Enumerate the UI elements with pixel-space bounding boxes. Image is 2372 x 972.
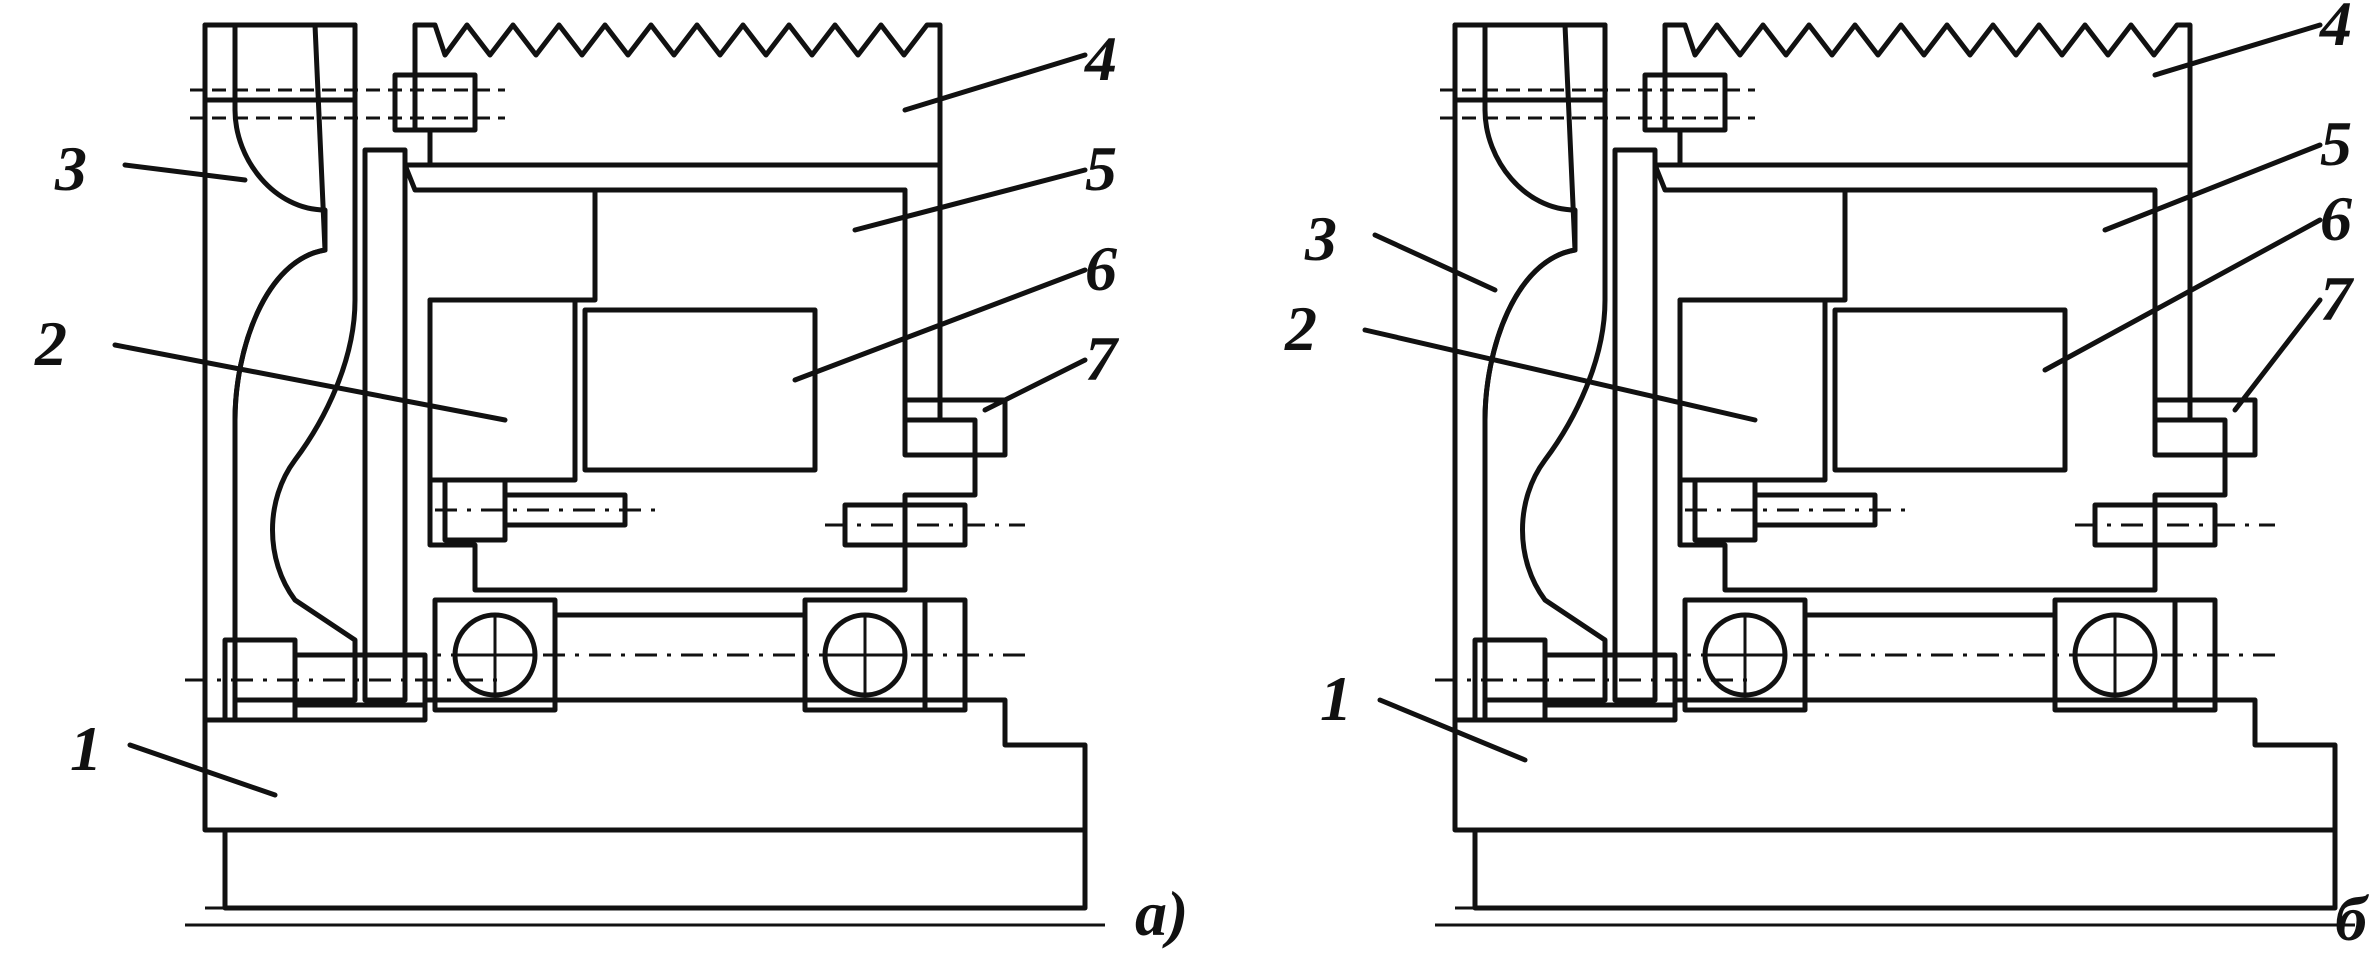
part-label-7: 7 <box>1085 323 1120 394</box>
part-label-4: 4 <box>1084 23 1117 94</box>
part-label-3: 3 <box>1304 203 1337 274</box>
part-label-7: 7 <box>2320 263 2355 334</box>
part-label-1: 1 <box>1320 663 1352 734</box>
clutch-drawing-b <box>1435 25 2355 925</box>
panel-a: 3 2 1 4 5 6 7 a) <box>34 23 1188 949</box>
part-label-2: 2 <box>34 308 67 379</box>
part-label-5: 5 <box>2320 108 2352 179</box>
part-label-2: 2 <box>1284 293 1317 364</box>
part-label-1: 1 <box>70 713 102 784</box>
panel-caption-a: a) <box>1135 878 1188 949</box>
part-label-5: 5 <box>1085 133 1117 204</box>
part-label-4: 4 <box>2319 0 2352 59</box>
part-label-6: 6 <box>2320 183 2352 254</box>
panel-b: 3 2 1 4 5 6 7 б <box>1284 0 2370 954</box>
panel-caption-b: б <box>2335 883 2370 954</box>
clutch-drawing-a <box>185 25 1105 925</box>
part-label-6: 6 <box>1085 233 1117 304</box>
part-label-3: 3 <box>54 133 87 204</box>
